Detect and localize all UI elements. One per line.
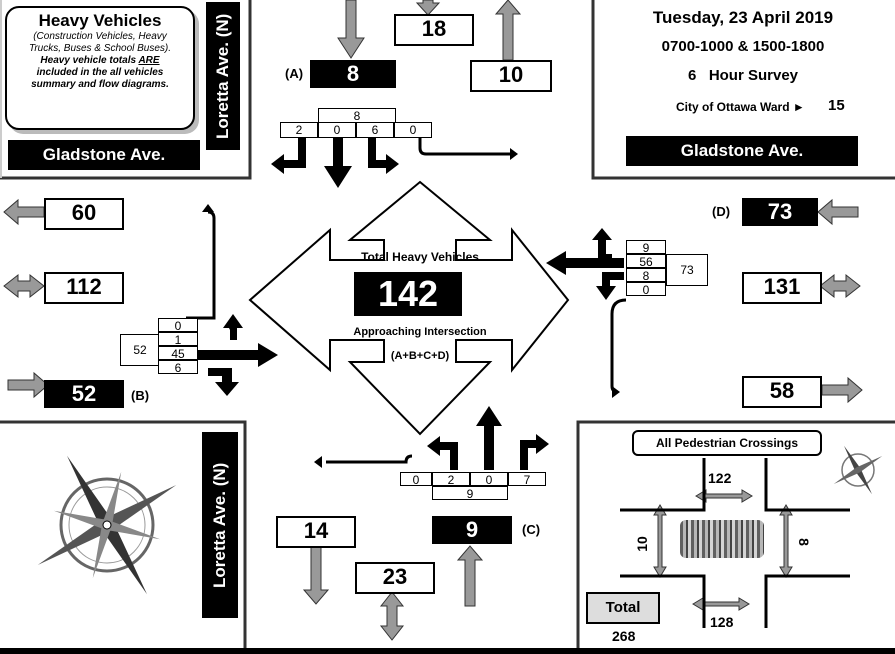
approach-d-label: (D) [712,204,731,219]
legend-line-1: (Construction Vehicles, Heavy [33,31,167,42]
ped-west-count: 10 [633,536,650,552]
compass-rose-small [833,445,883,495]
approach-c-left-cell: 2 [432,472,470,487]
approach-b-uturn-cell: 0 [158,318,198,333]
street-label-gladstone-nw: Gladstone Ave. [8,140,200,170]
pedestrian-intersection [620,458,850,628]
ped-east-count: 8 [795,538,812,546]
heavy-vehicles-legend: Heavy Vehicles (Construction Vehicles, H… [5,6,195,130]
survey-date: Tuesday, 23 April 2019 [652,8,834,27]
approach-d-total: 73 [742,198,818,226]
approach-d-right-cell: 9 [626,240,666,255]
west-out-box: 60 [44,198,124,230]
south-total-box: 23 [355,562,435,594]
north-out-box: 18 [394,14,474,46]
approach-c-label: (C) [522,522,541,537]
approach-a-left-cell: 2 [280,122,318,138]
approach-b-right-cell: 6 [158,360,198,375]
approach-a-right-cell: 6 [356,122,394,138]
approach-b-total: 52 [44,380,124,408]
center-title: Total Heavy Vehicles [361,250,479,264]
legend-line-5: summary and flow diagrams. [31,79,169,90]
approach-d-through-cell: 56 [626,254,666,269]
legend-line-3a: Heavy vehicle totals [40,55,139,66]
street-label-gladstone-ne: Gladstone Ave. [626,136,858,166]
survey-hours: 6 Hour Survey [687,67,799,84]
legend-are: ARE [138,55,160,66]
ward-number: 15 [828,97,845,114]
legend-title: Heavy Vehicles [38,11,162,30]
approach-c-uturn-cell: 0 [400,472,432,487]
pedestrian-title: All Pedestrian Crossings [632,430,822,456]
approach-a-sum-cell: 8 [318,108,396,123]
ped-total-label: Total [586,592,660,624]
approach-c-through-cell: 0 [470,472,508,487]
ped-north-count: 122 [708,470,732,486]
east-out-box: 58 [742,376,822,408]
ward-label: City of Ottawa Ward ► [676,100,805,114]
pedestrian-crowd-icon [680,520,764,558]
approach-b-left-cell: 1 [158,332,198,347]
legend-line-4: included in the all vehicles [36,67,164,78]
survey-times: 0700-1000 & 1500-1800 [661,38,825,55]
approach-d-left-cell: 8 [626,268,666,283]
approach-c-right-cell: 7 [508,472,546,487]
center-total: 142 [354,272,462,316]
approach-b-through-cell: 45 [158,346,198,361]
north-total-box: 10 [470,60,552,92]
approach-a-uturn-cell: 0 [394,122,432,138]
approach-c-sum-cell: 9 [432,486,508,501]
ped-south-count: 128 [710,614,734,630]
south-out-box: 14 [276,516,356,548]
approach-a-label: (A) [285,66,304,81]
approach-d-uturn-cell: 0 [626,282,666,297]
legend-line-2: Trucks, Buses & School Buses). [28,43,172,54]
west-total-box: 112 [44,272,124,304]
approach-c-total: 9 [432,516,512,544]
ped-total-value: 268 [612,628,636,644]
compass-rose-large [37,455,177,595]
center-formula: (A+B+C+D) [390,350,450,362]
center-subtitle: Approaching Intersection [353,326,487,338]
approach-b-sum-cell: 52 [120,334,160,366]
approach-a-total: 8 [310,60,396,88]
approach-a-through-cell: 0 [318,122,356,138]
legend-line-3: Heavy vehicle totals ARE [7,55,193,67]
east-total-box: 131 [742,272,822,304]
approach-b-label: (B) [131,388,150,403]
approach-d-sum-cell: 73 [666,254,708,286]
